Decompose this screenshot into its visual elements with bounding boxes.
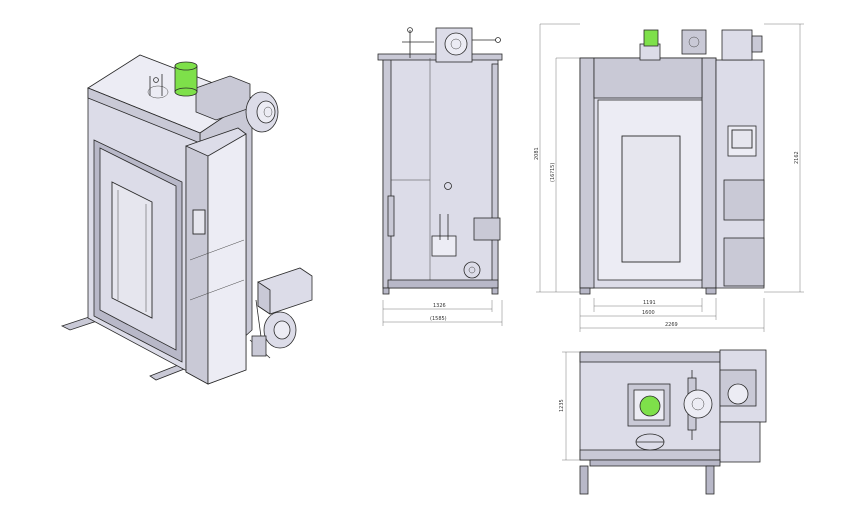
side-view (377, 27, 503, 326)
isometric-view (60, 54, 313, 385)
dim-side-width: 1326 (433, 303, 446, 309)
front-view (536, 23, 804, 332)
dim-front-width: 1600 (642, 310, 655, 316)
dim-side-total: (1585) (430, 316, 447, 322)
dim-front-height-right: 2162 (794, 151, 800, 164)
dim-top-depth: 1235 (559, 399, 565, 412)
dim-front-height-total: 2081 (534, 147, 540, 160)
dim-front-inner-width: 1191 (643, 300, 656, 306)
dim-front-total-width: 2269 (665, 322, 678, 328)
top-view (562, 349, 767, 495)
dim-front-height-inner: (16?15) (550, 163, 556, 182)
